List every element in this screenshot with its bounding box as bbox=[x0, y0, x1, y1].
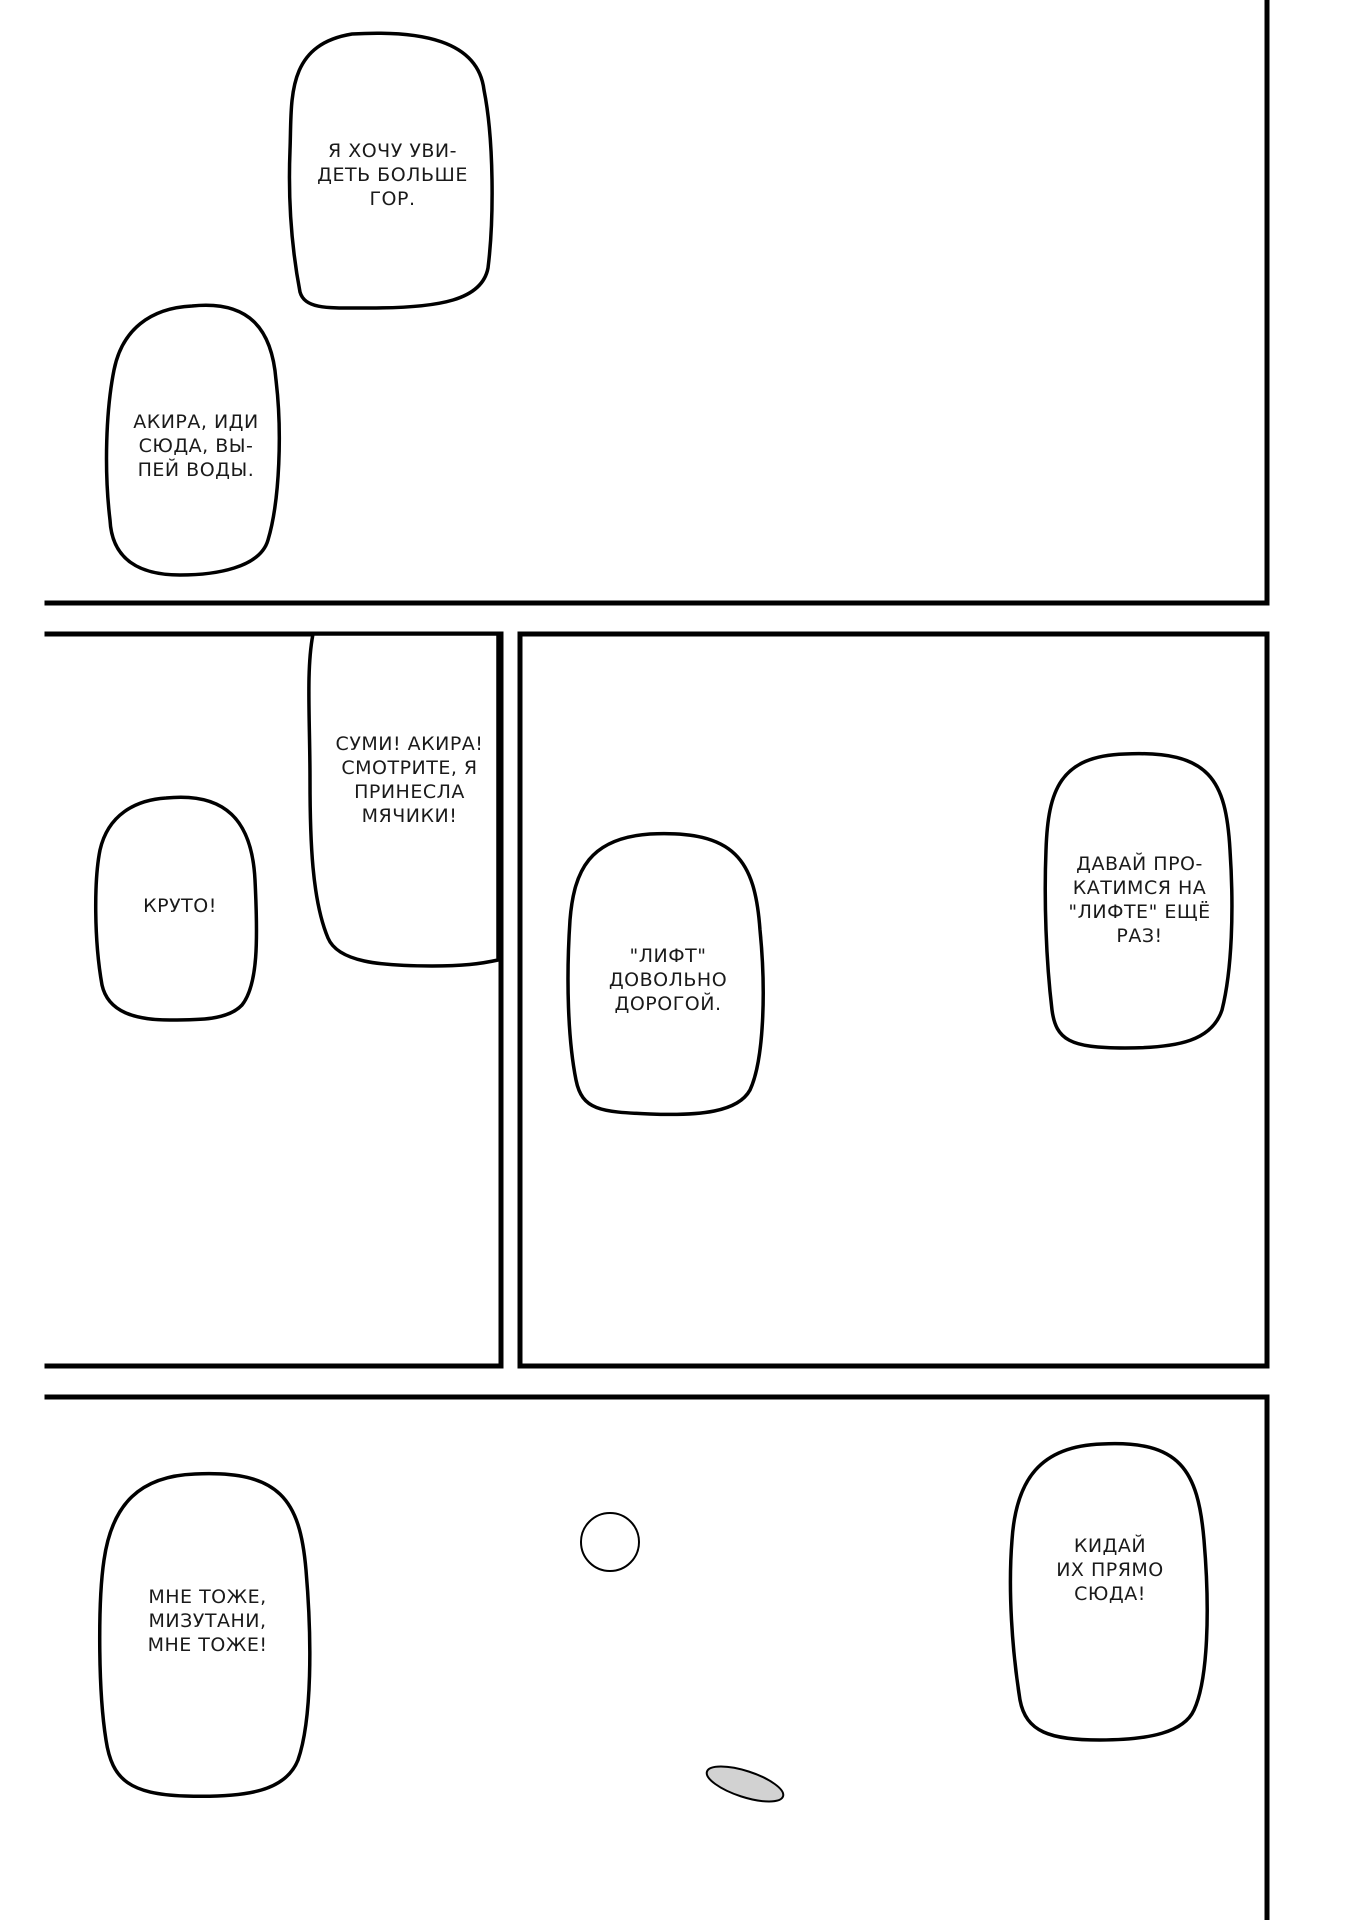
speech-line: СЮДА! bbox=[1074, 1583, 1146, 1605]
speech-bubble-8-shape bbox=[1008, 1441, 1209, 1742]
speech-line: ДОРОГОЙ. bbox=[614, 993, 722, 1015]
speech-bubble-8-text: КИДАЙ ИХ ПРЯМО СЮДА! bbox=[1020, 1520, 1200, 1620]
speech-line: "ЛИФТ" bbox=[629, 945, 707, 967]
speech-bubble-2-lines: АКИРА, ИДИ СЮДА, ВЫ- ПЕЙ ВОДЫ. bbox=[133, 410, 259, 482]
speech-bubble-5-text: "ЛИФТ" ДОВОЛЬНО ДОРОГОЙ. bbox=[578, 930, 758, 1030]
panel-1-border bbox=[44, 0, 1270, 606]
speech-line: МИЗУТАНИ, bbox=[148, 1610, 267, 1632]
speech-line: ДЕТЬ БОЛЬШЕ bbox=[317, 164, 468, 186]
speech-line: Я ХОЧУ УВИ- bbox=[327, 140, 458, 162]
speech-bubble-6-text: ДАВАЙ ПРО- КАТИМСЯ НА "ЛИФТЕ" ЕЩЁ РАЗ! bbox=[1052, 830, 1227, 970]
speech-bubble-8-lines: КИДАЙ ИХ ПРЯМО СЮДА! bbox=[1056, 1534, 1164, 1606]
speech-line: ГОР. bbox=[369, 188, 416, 210]
speech-line: АКИРА, ИДИ bbox=[133, 411, 259, 433]
speech-line: ДАВАЙ ПРО- bbox=[1076, 853, 1203, 875]
speech-bubble-5-shape bbox=[566, 831, 765, 1117]
speech-bubble-4-lines: КРУТО! bbox=[143, 894, 217, 918]
speech-line: КРУТО! bbox=[143, 895, 217, 917]
ball-drawing bbox=[580, 1512, 640, 1572]
speech-line: МНЕ ТОЖЕ, bbox=[148, 1586, 267, 1608]
speech-bubble-7-shape bbox=[97, 1471, 312, 1799]
speech-line: ПЕЙ ВОДЫ. bbox=[137, 459, 255, 481]
speech-bubble-3-lines: СУМИ! АКИРА! СМОТРИТЕ, Я ПРИНЕСЛА МЯЧИКИ… bbox=[336, 732, 484, 828]
speech-line: ИХ ПРЯМО bbox=[1056, 1559, 1164, 1581]
panel-3-border bbox=[517, 631, 1270, 1369]
speech-line: МНЕ ТОЖЕ! bbox=[147, 1634, 268, 1656]
speech-bubble-1-text: Я ХОЧУ УВИ- ДЕТЬ БОЛЬШЕ ГОР. bbox=[305, 120, 480, 230]
speech-line: КИДАЙ bbox=[1073, 1535, 1147, 1557]
ball-shadow-drawing bbox=[705, 1765, 785, 1803]
speech-line: СЮДА, ВЫ- bbox=[138, 435, 254, 457]
speech-line: "ЛИФТЕ" ЕЩЁ bbox=[1068, 901, 1211, 923]
speech-bubble-6-lines: ДАВАЙ ПРО- КАТИМСЯ НА "ЛИФТЕ" ЕЩЁ РАЗ! bbox=[1068, 852, 1210, 948]
speech-bubble-6-shape bbox=[1043, 751, 1234, 1050]
speech-bubble-7-text: МНЕ ТОЖЕ, МИЗУТАНИ, МНЕ ТОЖЕ! bbox=[115, 1566, 300, 1676]
speech-line: РАЗ! bbox=[1116, 925, 1163, 947]
speech-line: МЯЧИКИ! bbox=[361, 805, 458, 827]
speech-bubble-1-lines: Я ХОЧУ УВИ- ДЕТЬ БОЛЬШЕ ГОР. bbox=[317, 139, 468, 211]
panel-4-border bbox=[44, 1394, 1270, 1920]
speech-bubble-4-text: КРУТО! bbox=[110, 886, 250, 926]
speech-bubble-1-shape bbox=[287, 31, 494, 310]
speech-line: СУМИ! АКИРА! bbox=[335, 733, 484, 755]
speech-bubble-7-lines: МНЕ ТОЖЕ, МИЗУТАНИ, МНЕ ТОЖЕ! bbox=[148, 1585, 268, 1657]
speech-line: ДОВОЛЬНО bbox=[608, 969, 728, 991]
speech-bubble-4-shape bbox=[94, 795, 259, 1022]
speech-line: ПРИНЕСЛА bbox=[354, 781, 465, 803]
speech-bubble-2-shape bbox=[104, 303, 282, 577]
speech-line: КАТИМСЯ НА bbox=[1072, 877, 1207, 899]
speech-bubble-3-shape bbox=[307, 632, 500, 968]
speech-bubble-3-text: СУМИ! АКИРА! СМОТРИТЕ, Я ПРИНЕСЛА МЯЧИКИ… bbox=[322, 710, 497, 850]
speech-line: СМОТРИТЕ, Я bbox=[341, 757, 478, 779]
speech-bubble-2-text: АКИРА, ИДИ СЮДА, ВЫ- ПЕЙ ВОДЫ. bbox=[116, 396, 276, 496]
speech-bubble-5-lines: "ЛИФТ" ДОВОЛЬНО ДОРОГОЙ. bbox=[609, 944, 727, 1016]
